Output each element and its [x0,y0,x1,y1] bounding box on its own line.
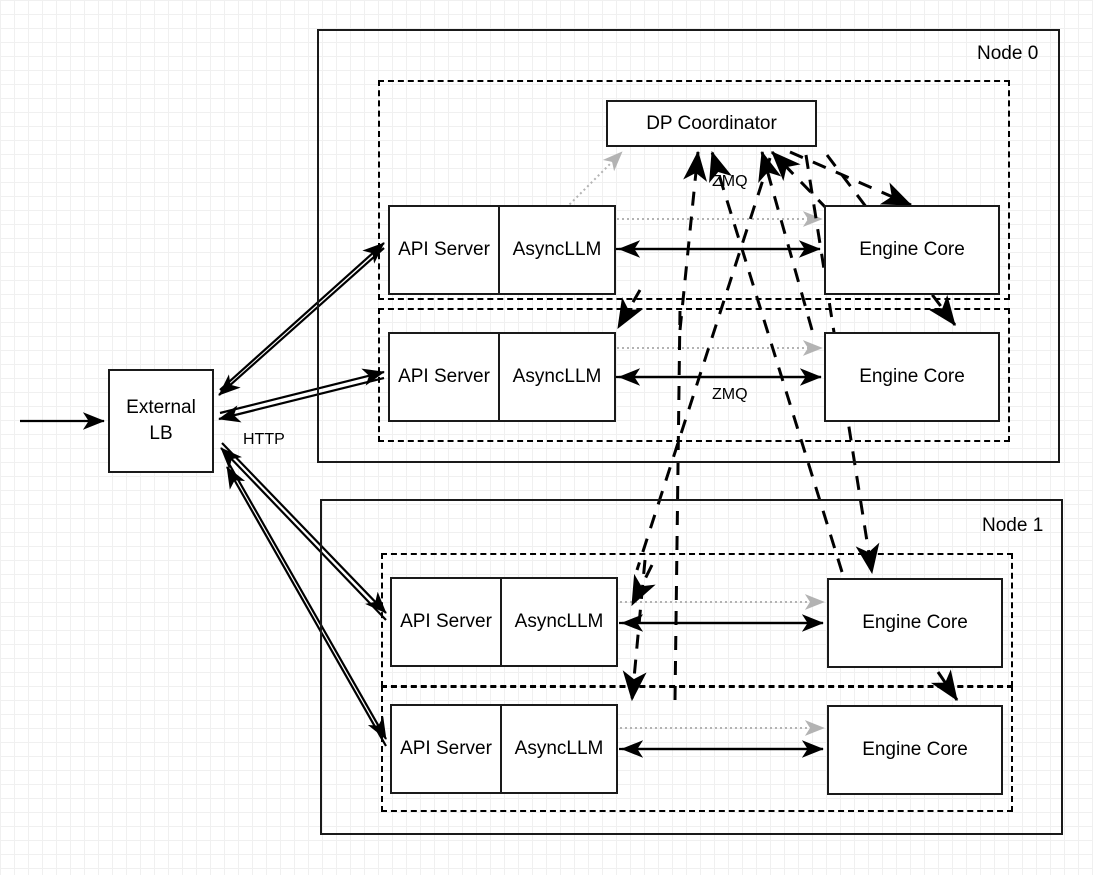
node-1-dp-0-engine-core[interactable]: Engine Core [827,578,1003,668]
api-server-label: API Server [400,738,492,759]
api-server-label: API Server [398,239,490,260]
async-llm-cell: AsyncLLM [502,579,616,665]
dp-coordinator-label: DP Coordinator [646,112,777,134]
node-0-dp-1-engine-core[interactable]: Engine Core [824,332,1000,422]
node-0-dp-1-api-unit[interactable]: API Server AsyncLLM [388,332,616,422]
api-server-cell: API Server [390,207,500,293]
async-llm-label: AsyncLLM [514,738,604,759]
external-lb-label-line2: LB [149,423,173,444]
engine-core-label: Engine Core [862,739,968,761]
async-llm-label: AsyncLLM [514,611,604,632]
async-llm-label: AsyncLLM [512,366,602,387]
engine-core-label: Engine Core [859,366,965,388]
node-0-dp-group-0 [378,80,1010,300]
dp-coordinator-box[interactable]: DP Coordinator [606,100,817,147]
api-server-label: API Server [400,611,492,632]
node-1-container [320,499,1063,835]
api-server-cell: API Server [392,579,502,665]
api-server-label: API Server [398,366,490,387]
node-1-dp-1-api-unit[interactable]: API Server AsyncLLM [390,704,618,794]
async-llm-cell: AsyncLLM [502,706,616,792]
engine-core-label: Engine Core [859,239,965,261]
api-server-cell: API Server [392,706,502,792]
async-llm-cell: AsyncLLM [500,334,614,420]
node-1-title: Node 1 [982,515,1044,536]
node-0-dp-group-1 [378,308,1010,442]
zmq-label-n0r1: ZMQ [712,173,748,190]
node-1-dp-1-engine-core[interactable]: Engine Core [827,705,1003,795]
node-0-dp-0-engine-core[interactable]: Engine Core [824,205,1000,295]
api-server-cell: API Server [390,334,500,420]
node-1-dp-group-1 [381,686,1013,812]
http-label: HTTP [243,431,285,448]
async-llm-cell: AsyncLLM [500,207,614,293]
node-0-dp-0-api-unit[interactable]: API Server AsyncLLM [388,205,616,295]
node-0-container [317,29,1060,463]
external-lb-label-line1: External [126,397,196,419]
node-0-title: Node 0 [977,43,1039,64]
zmq-label-n0r2: ZMQ [712,386,748,403]
node-1-dp-0-api-unit[interactable]: API Server AsyncLLM [390,577,618,667]
async-llm-label: AsyncLLM [512,239,602,260]
engine-core-label: Engine Core [862,612,968,634]
external-lb-box[interactable]: External LB [108,369,214,473]
